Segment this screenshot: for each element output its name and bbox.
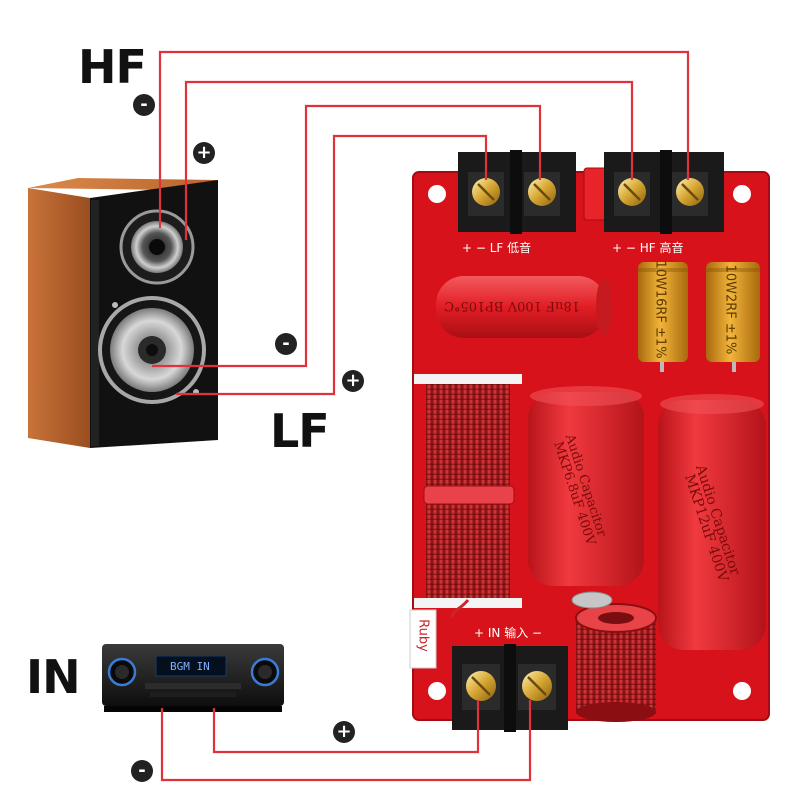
hf-terminal-block bbox=[604, 150, 724, 234]
film-capacitor-2 bbox=[658, 394, 766, 650]
amplifier-display bbox=[155, 655, 227, 677]
lf-label: LF bbox=[270, 404, 330, 458]
electrolytic-capacitor bbox=[436, 276, 612, 338]
mount-hole bbox=[733, 682, 751, 700]
hf-minus-icon: - bbox=[133, 94, 155, 116]
mount-hole bbox=[428, 185, 446, 203]
wire-hf-minus bbox=[158, 50, 690, 228]
air-core-inductor-small bbox=[571, 591, 657, 722]
air-core-inductor-large bbox=[414, 374, 522, 619]
resistor-2-label: 10W2RF ±1% bbox=[722, 264, 738, 355]
wire-lf-minus bbox=[152, 104, 542, 368]
resistor-1-label: 10W16RF ±1% bbox=[652, 260, 668, 359]
in-label: IN bbox=[26, 650, 81, 704]
hf-label: HF bbox=[78, 40, 147, 94]
inductor-spool-cap bbox=[571, 591, 613, 609]
hf-terminal-label: + − HF 高音 bbox=[612, 241, 684, 255]
in-plus-icon: + bbox=[333, 721, 355, 743]
amplifier bbox=[102, 644, 284, 712]
crossover-board bbox=[409, 150, 770, 732]
mount-hole bbox=[733, 185, 751, 203]
lf-plus-icon: + bbox=[342, 370, 364, 392]
speaker-side bbox=[28, 188, 90, 448]
wire-lf-plus bbox=[176, 134, 488, 396]
power-resistor-1 bbox=[638, 262, 688, 372]
brand-tag bbox=[409, 609, 437, 669]
in-terminal-block bbox=[452, 644, 568, 732]
lf-terminal-label: + − LF 低音 bbox=[462, 241, 532, 255]
electrolytic-cap-label: 18uF 100V BP105°C bbox=[444, 298, 580, 313]
bookshelf-speaker bbox=[28, 178, 218, 448]
in-terminal-label: + IN 输入 − bbox=[474, 626, 543, 640]
brand-label: Ruby bbox=[415, 619, 431, 652]
lf-terminal-block bbox=[458, 150, 576, 234]
wire-in-plus bbox=[212, 700, 480, 754]
in-minus-icon: - bbox=[131, 760, 153, 782]
film-capacitor-1 bbox=[528, 386, 644, 586]
lf-minus-icon: - bbox=[275, 333, 297, 355]
wire-hf-plus bbox=[184, 80, 634, 240]
power-resistor-2 bbox=[706, 262, 760, 372]
hf-plus-icon: + bbox=[193, 142, 215, 164]
mount-hole bbox=[428, 682, 446, 700]
amplifier-display-text: BGM IN bbox=[170, 660, 210, 673]
wiring bbox=[152, 50, 690, 782]
wire-in-minus bbox=[160, 700, 532, 782]
